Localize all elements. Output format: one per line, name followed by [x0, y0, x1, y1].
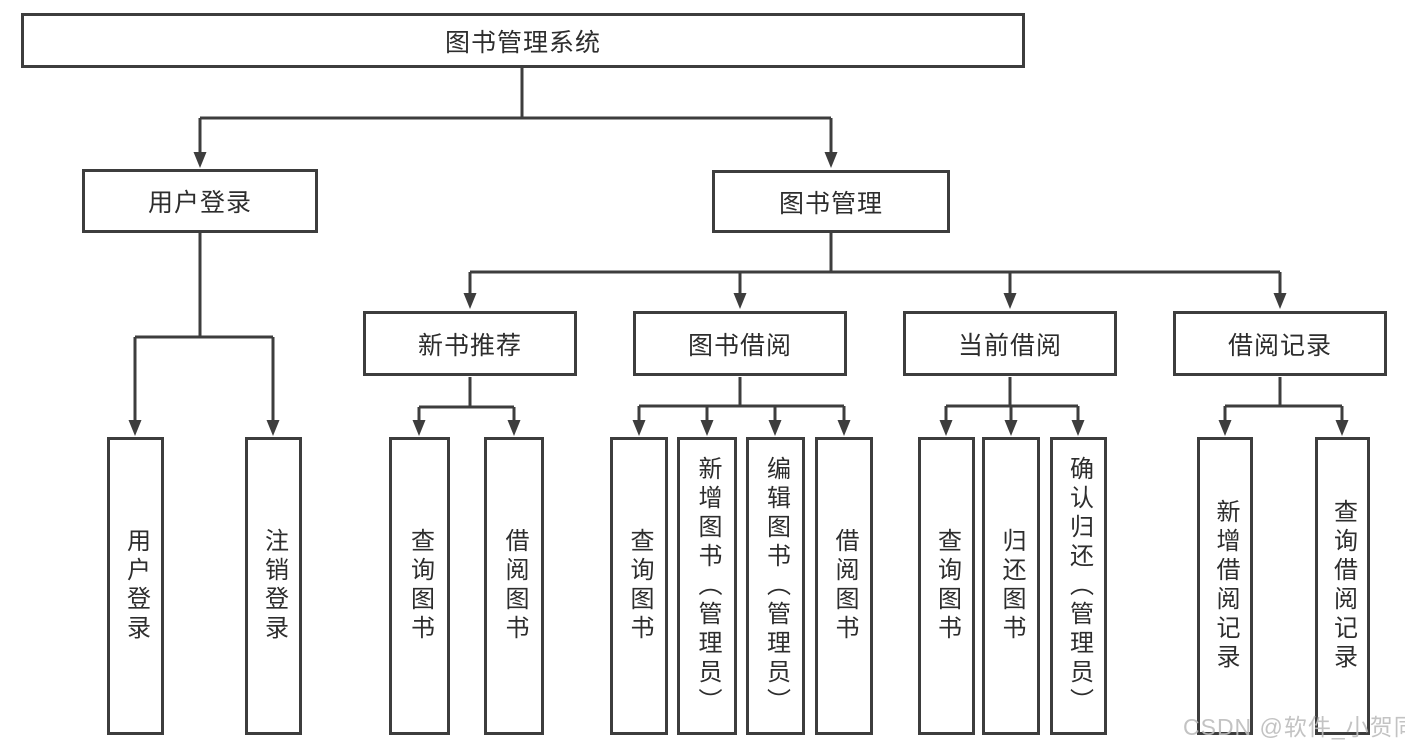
node-book-borrowing: 图书借阅: [633, 311, 847, 376]
leaf-nb-borrow-books: 借阅图书: [484, 437, 544, 735]
node-book-management: 图书管理: [712, 170, 950, 233]
leaf-cb-confirm-return-admin: 确认归还（管理员）: [1050, 437, 1107, 735]
leaf-cb-query-books: 查询图书: [918, 437, 975, 735]
leaf-br-add-record: 新增借阅记录: [1197, 437, 1253, 735]
leaf-nb-query-books: 查询图书: [389, 437, 450, 735]
node-user-login: 用户登录: [82, 169, 318, 233]
leaf-bb-add-books-admin: 新增图书（管理员）: [677, 437, 737, 735]
leaf-logout: 注销登录: [245, 437, 302, 735]
leaf-bb-edit-books-admin: 编辑图书（管理员）: [746, 437, 805, 735]
node-new-book-recommendation: 新书推荐: [363, 311, 577, 376]
node-library-system: 图书管理系统: [21, 13, 1025, 68]
watermark-text: CSDN @软件_小贺同学: [1183, 714, 1405, 740]
node-current-borrowing: 当前借阅: [903, 311, 1117, 376]
leaf-cb-return-books: 归还图书: [982, 437, 1040, 735]
leaf-bb-borrow-books: 借阅图书: [815, 437, 873, 735]
arrowheads: [128, 152, 1349, 436]
leaf-br-query-record: 查询借阅记录: [1315, 437, 1370, 735]
leaf-user-login: 用户登录: [107, 437, 164, 735]
leaf-bb-query-books: 查询图书: [610, 437, 668, 735]
node-borrowing-records: 借阅记录: [1173, 311, 1387, 376]
